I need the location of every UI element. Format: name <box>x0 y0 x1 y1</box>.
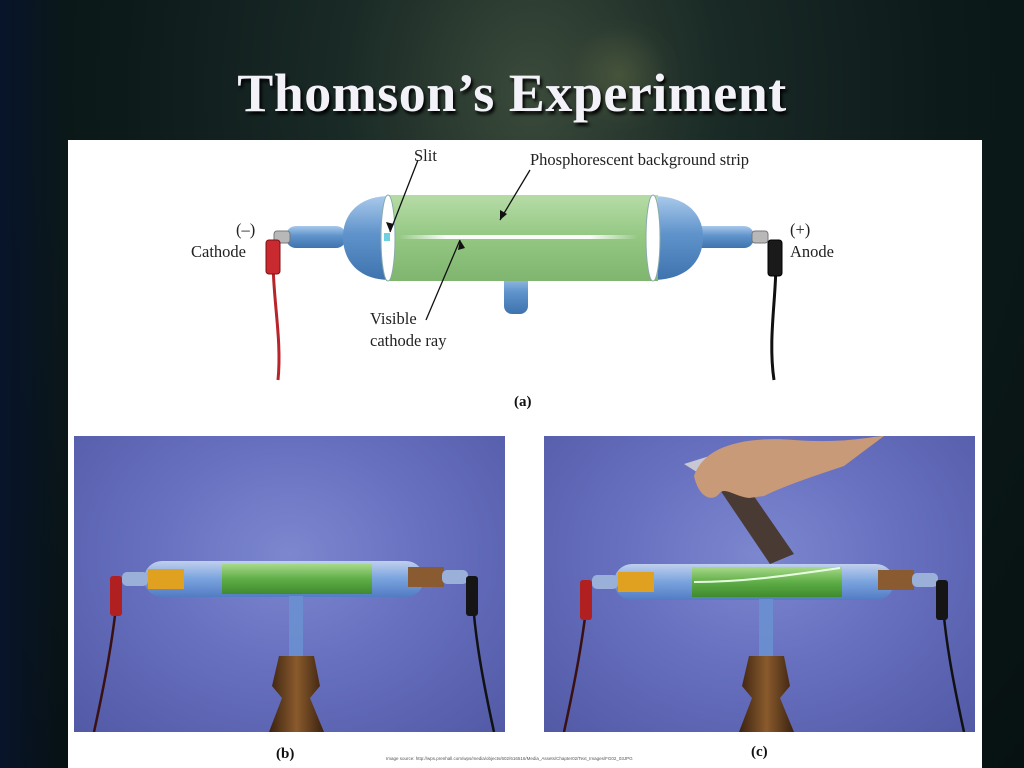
phosphor-pointer <box>499 169 531 221</box>
cathode-ray-tube-diagram <box>265 159 783 381</box>
photo-b-illustration <box>92 561 496 732</box>
right-wire <box>770 261 778 381</box>
caption-b: (b) <box>276 746 295 762</box>
photo-b-left-cap <box>122 572 148 586</box>
visible-label-line2: cathode ray <box>370 331 447 350</box>
photo-c-stem <box>759 599 773 656</box>
photo-b-stand <box>269 656 324 732</box>
caption-c: (c) <box>751 744 768 760</box>
left-wire <box>271 259 281 381</box>
cathode-stem <box>286 226 346 248</box>
background-vignette <box>0 0 70 768</box>
photo-c-right-label <box>878 570 914 590</box>
minus-label: (–) <box>236 220 256 239</box>
photo-c-left-cap <box>592 575 618 589</box>
photo-c-deflected-ray <box>693 567 841 583</box>
photo-c-left-label <box>618 572 654 592</box>
photo-b-stem <box>289 596 303 656</box>
slit-pointer <box>389 159 419 233</box>
slit-arrowhead <box>386 222 394 232</box>
photo-b-right-clip <box>466 576 478 616</box>
photo-b-green-glow <box>222 564 372 594</box>
photo-b-right-label <box>408 567 444 587</box>
photo-b-left-label <box>148 569 184 589</box>
photo-c-left-clip <box>580 580 592 620</box>
anode-pin <box>751 230 769 244</box>
left-clip <box>265 239 281 275</box>
photo-c-hand <box>694 436 884 498</box>
cathode-label: Cathode <box>191 242 246 261</box>
photo-b-right-cap <box>442 570 468 584</box>
phosphor-label: Phosphorescent background strip <box>530 150 750 169</box>
left-bulb <box>343 196 390 280</box>
photo-c-stand <box>739 656 794 732</box>
background-glow <box>560 20 680 130</box>
slide-title: Thomson’s Experiment <box>237 63 787 123</box>
visible-label-line1: Visible <box>370 309 417 328</box>
caption-a: (a) <box>514 394 532 410</box>
photo-c <box>544 436 975 732</box>
anode-label: Anode <box>790 242 834 261</box>
photo-b-left-clip <box>110 576 122 616</box>
anode-stem <box>688 226 754 248</box>
right-bulb <box>652 196 703 280</box>
ray-arrowhead <box>458 240 465 250</box>
right-clip <box>767 239 783 277</box>
photo-c-right-clip <box>936 580 948 620</box>
ray-pointer <box>425 239 461 321</box>
image-source-credit: Image source: http://wps.prenhall.com/wp… <box>386 756 633 761</box>
cathode-ray-beam <box>398 235 638 239</box>
photo-c-right-cap <box>912 573 938 587</box>
phosphor-arrowhead <box>500 210 507 220</box>
photo-b <box>74 436 505 732</box>
figure-panel: Slit Phosphorescent background strip (–)… <box>68 140 982 768</box>
slit-label: Slit <box>414 146 437 165</box>
plus-label: (+) <box>790 220 811 239</box>
photo-c-illustration <box>562 436 966 732</box>
tube-stub <box>504 274 528 314</box>
photo-c-magnet-dark <box>716 476 794 564</box>
right-disc <box>645 194 661 282</box>
slit-marker <box>384 233 390 241</box>
